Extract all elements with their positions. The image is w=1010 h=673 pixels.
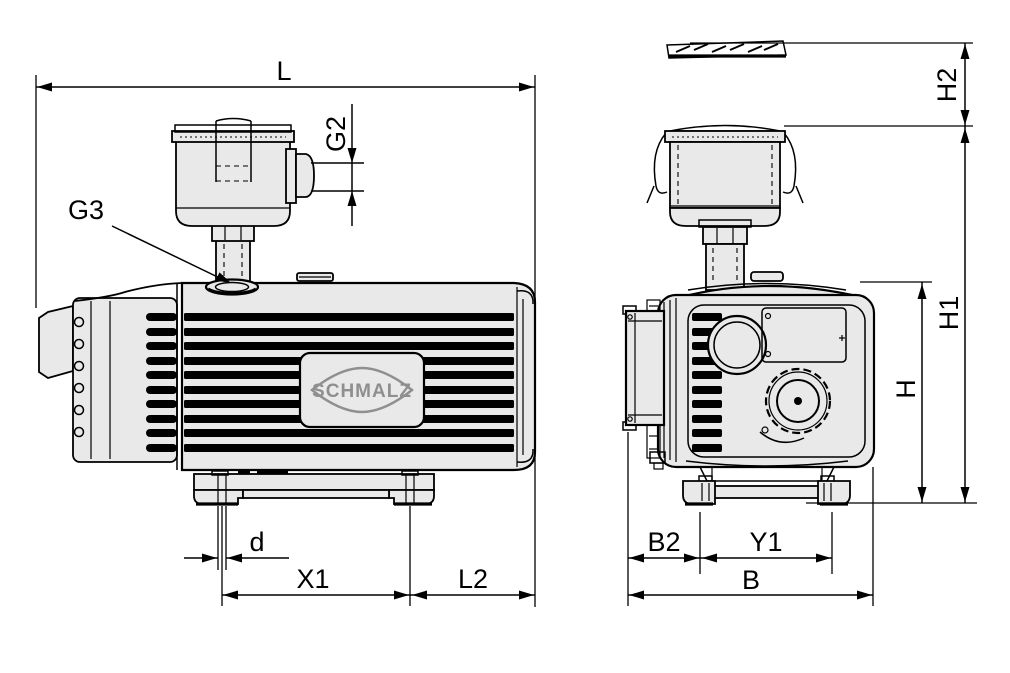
dimension-H: H: [860, 281, 932, 503]
front-view: H2 H1 H B2: [622, 40, 977, 606]
front-face: [687, 304, 866, 458]
label-Y1: Y1: [749, 527, 782, 557]
filter-cup: [175, 139, 291, 227]
pump-front-silhouette: [622, 271, 876, 506]
name-plate-panel: [761, 307, 847, 363]
base-front: [682, 466, 851, 506]
side-view: SCHMALZ: [35, 56, 537, 607]
dimension-H2: H2: [690, 42, 973, 127]
filter-silencer-side: [171, 117, 364, 296]
label-L2: L2: [458, 564, 488, 594]
junction-box: [622, 305, 666, 431]
exhaust-plate: [666, 40, 787, 59]
label-G3-leader: G3: [68, 195, 231, 283]
label-B2: B2: [647, 527, 680, 557]
label-B: B: [742, 565, 760, 595]
logo-text: SCHMALZ: [312, 381, 412, 402]
body-fins: [184, 313, 514, 452]
fan-opening: [706, 314, 768, 376]
motor-fins: [146, 313, 177, 452]
silencer-neck-front: [705, 243, 745, 291]
label-H: H: [891, 379, 921, 399]
label-G2: G2: [321, 116, 351, 152]
filter-lid: [171, 130, 295, 143]
filter-clip-left: [653, 132, 668, 194]
label-H1: H1: [934, 296, 964, 331]
pump-body-front: [656, 293, 876, 469]
dimension-B: B: [628, 467, 874, 606]
label-d: d: [249, 527, 264, 557]
label-L: L: [276, 56, 291, 86]
dimension-G2: G2: [321, 104, 357, 226]
base-side: [193, 470, 435, 506]
logo-lens-outline: [310, 366, 414, 414]
side-port-flange: [285, 148, 297, 204]
schmalz-logo-plate: SCHMALZ: [298, 351, 426, 429]
shaft-cover: [38, 304, 74, 379]
dimension-L: L: [35, 56, 536, 607]
motor-housing: [72, 297, 178, 463]
filter-clip-right: [782, 132, 797, 194]
rotor-coupling: [759, 367, 832, 444]
label-H2: H2: [932, 68, 962, 103]
label-G3: G3: [68, 195, 104, 225]
dimension-H1: H1: [806, 126, 977, 504]
label-X1: X1: [296, 564, 329, 594]
side-port-barrel: [295, 153, 315, 198]
filter-cup-front: [669, 141, 781, 209]
dimension-d: d: [184, 506, 289, 570]
top-cowl-curve: [74, 282, 183, 302]
dimension-Y1: Y1: [700, 512, 833, 574]
dimension-B2: B2: [627, 432, 701, 606]
dimension-L2: L2: [410, 564, 535, 600]
motor-bolt: [73, 316, 85, 328]
filter-silencer-front: [646, 124, 804, 291]
top-cap: [750, 271, 784, 282]
dimension-X1: X1: [221, 506, 411, 606]
pump-side-silhouette: SCHMALZ: [38, 272, 537, 506]
